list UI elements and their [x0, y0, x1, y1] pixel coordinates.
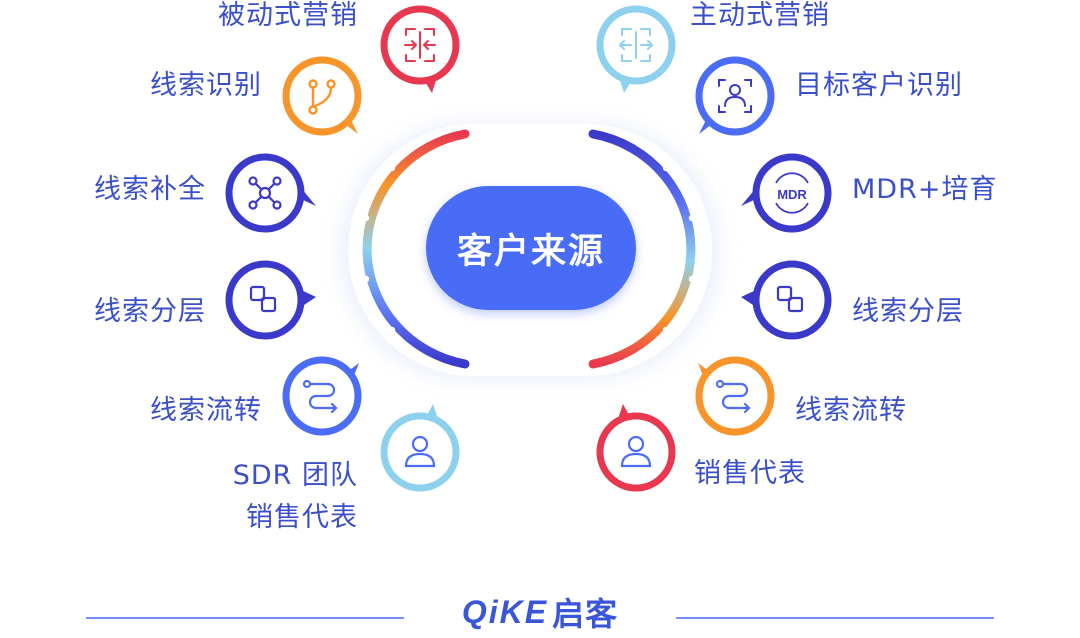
bubble-mdr-nurture: MDR	[741, 153, 832, 233]
user-icon	[404, 435, 436, 468]
label-target-identify: 目标客户识别	[795, 70, 963, 101]
bubble-lead-complete	[225, 153, 316, 233]
mdr-icon: MDR	[775, 172, 809, 214]
branch-icon	[308, 79, 336, 115]
label-mdr-nurture: MDR+培育	[852, 174, 998, 205]
center-pill	[426, 186, 636, 310]
user-icon	[620, 435, 652, 468]
brand-logo: QiKE 启客	[430, 592, 650, 634]
label-lead-layer-right: 线索分层	[852, 296, 964, 327]
arc-dot	[688, 214, 696, 222]
converge-arrows-icon	[404, 28, 436, 62]
arc-dot	[388, 326, 396, 334]
arc-dot	[362, 275, 370, 283]
brand-cjk: 启客	[552, 595, 619, 633]
center-title: 客户来源	[456, 231, 605, 272]
bubble-passive-marketing	[380, 5, 460, 93]
label-lead-identify: 线索识别	[150, 70, 262, 101]
svg-text:MDR: MDR	[777, 187, 807, 202]
right-gradient-arc	[588, 129, 696, 369]
arc-dot	[662, 164, 670, 172]
center-hub	[340, 122, 720, 380]
arc-dot	[688, 275, 696, 283]
brand-latin: QiKE	[461, 593, 549, 630]
label-lead-flow-right: 线索流转	[795, 395, 907, 426]
arc-dot	[388, 164, 396, 172]
target-user-scan-icon	[718, 79, 752, 113]
flow-icon	[715, 379, 751, 414]
arc-dot	[362, 214, 370, 222]
bubble-target-identify	[695, 56, 775, 136]
bubble-active-marketing	[596, 5, 676, 93]
label-lead-complete: 线索补全	[94, 174, 206, 205]
bubble-lead-layer-right	[741, 260, 832, 340]
flow-icon	[302, 379, 338, 414]
bubble-lead-flow-right	[695, 356, 775, 436]
left-gradient-arc	[362, 129, 470, 369]
arc-dots	[362, 164, 696, 334]
diverge-arrows-icon	[619, 28, 653, 62]
arc-dot	[662, 326, 670, 334]
label-sdr-team: SDR 团队	[232, 460, 358, 491]
label-lead-layer-left: 线索分层	[94, 296, 206, 327]
layers-icon	[249, 285, 277, 313]
label-sales-rep: 销售代表	[694, 458, 806, 489]
bubble-lead-flow-left	[282, 356, 362, 436]
bubble-sales-rep	[596, 404, 676, 492]
label-active-marketing: 主动式营销	[690, 0, 830, 31]
label-passive-marketing: 被动式营销	[218, 0, 358, 31]
layers-icon	[776, 285, 804, 313]
bubble-lead-identify	[282, 56, 362, 136]
network-nodes-icon	[248, 176, 282, 210]
bubble-sdr-team	[380, 404, 460, 492]
label-sdr-sales-rep: 销售代表	[246, 502, 358, 533]
bubble-lead-layer-left	[225, 260, 316, 340]
label-lead-flow-left: 线索流转	[150, 395, 262, 426]
